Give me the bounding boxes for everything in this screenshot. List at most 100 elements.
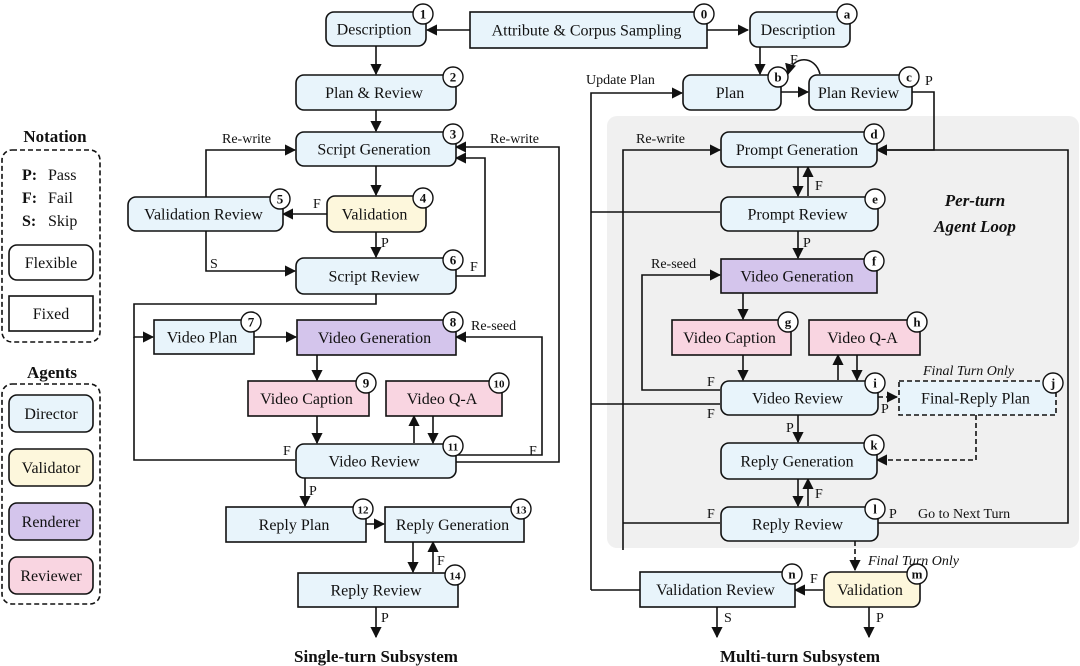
node-j-badge — [1042, 372, 1064, 394]
node-14-label: Reply Review — [330, 583, 422, 600]
node-10-label: Video Q-A — [407, 391, 478, 408]
label-f-6: F — [470, 260, 478, 275]
node-13-badge-label: 13 — [516, 505, 528, 517]
agent-renderer-swatch — [8, 502, 94, 541]
node-9-box — [247, 380, 370, 417]
label-p-l: P — [889, 507, 897, 522]
node-l-label: Reply Review — [752, 517, 844, 534]
edge-i-f-reseed — [641, 269, 722, 391]
per-turn-loop-title-2: Agent Loop — [933, 217, 1016, 236]
node-k-box — [720, 442, 878, 480]
notation-title: Notation — [23, 127, 87, 146]
node-d-badge — [863, 123, 885, 145]
node-i-label: Video Review — [752, 391, 843, 408]
agent-reviewer-swatch — [8, 556, 94, 595]
node-4-label: Validation — [342, 207, 408, 224]
node-3-label: Script Generation — [317, 142, 430, 159]
edge-j-k — [875, 415, 977, 466]
edge-l-next-turn — [875, 144, 1069, 524]
node-10: Video Q-A10 — [385, 372, 510, 417]
node-l-badge — [864, 498, 886, 520]
agent-director-swatch — [8, 394, 94, 433]
node-6-box — [295, 257, 457, 295]
label-f-i-top: F — [707, 375, 715, 390]
node-11-badge-label: 11 — [448, 442, 458, 454]
node-7-badge-label: 7 — [248, 315, 255, 330]
notation-skip-value: Skip — [48, 213, 77, 230]
node-i-badge — [864, 372, 886, 394]
node-b-badge-label: b — [774, 70, 781, 85]
edge-c-b-fail — [785, 58, 821, 76]
node-c-badge — [898, 66, 920, 88]
node-e-badge-label: e — [872, 192, 878, 207]
legend-flexible-box — [8, 244, 94, 281]
label-f-11-left: F — [283, 444, 291, 459]
node-1-badge-label: 1 — [420, 7, 427, 22]
node-f-badge-label: f — [872, 254, 877, 269]
node-e-label: Prompt Review — [748, 207, 848, 224]
label-p-m: P — [876, 611, 884, 626]
edge-update-plan — [590, 87, 684, 590]
node-8-badge-label: 8 — [450, 315, 457, 330]
label-next-turn: Go to Next Turn — [918, 507, 1010, 522]
node-12-box — [225, 506, 367, 543]
edge-labels: Re-write Re-write F P S F Re-seed F F P … — [210, 53, 1015, 626]
agent-validator-swatch — [8, 448, 94, 487]
node-h-badge-label: h — [913, 315, 921, 330]
node-6-badge — [442, 249, 464, 271]
node-13-box — [384, 506, 525, 543]
per-turn-loop-title-1: Per-turn — [944, 191, 1005, 210]
node-1-label: Description — [337, 22, 412, 39]
edge-rewrite-d — [622, 144, 722, 550]
node-8-label: Video Generation — [318, 330, 431, 347]
node-7-box — [153, 319, 255, 355]
edge-5-6-skip — [205, 231, 297, 277]
node-3-badge-label: 3 — [450, 127, 457, 142]
node-13-badge — [510, 498, 532, 520]
label-p-e-f: P — [803, 236, 811, 251]
node-14-box — [297, 572, 459, 608]
node-i-badge-label: i — [873, 376, 877, 391]
node-12-label: Reply Plan — [259, 517, 330, 534]
nodes: Attribute & Corpus Sampling0Description1… — [127, 3, 1064, 608]
node-c-box — [808, 74, 913, 111]
edges — [133, 24, 1069, 639]
edge-6-3-fail — [454, 152, 486, 277]
node-d-badge-label: d — [870, 127, 878, 142]
label-final-turn-m: Final Turn Only — [867, 554, 960, 569]
node-11-box — [295, 443, 457, 479]
node-5-box — [127, 196, 284, 232]
label-rewrite-d: Re-write — [636, 132, 685, 147]
node-b-label: Plan — [716, 85, 744, 102]
node-f-badge — [863, 250, 885, 272]
label-f-b-c: F — [790, 53, 798, 68]
label-f-14-13: F — [437, 554, 445, 569]
node-8: Video Generation 8 — [296, 311, 464, 356]
node-m-badge — [906, 563, 928, 585]
edge-11-7-fail — [133, 337, 295, 461]
node-14-badge-label: 14 — [450, 571, 462, 583]
node-e-box — [720, 196, 879, 232]
agent-renderer-label: Renderer — [22, 514, 81, 531]
node-a-label: Description — [761, 22, 836, 39]
node-i-box — [720, 380, 879, 416]
node-b-box — [682, 74, 782, 111]
node-2-badge-label: 2 — [450, 70, 457, 85]
node-g-box — [671, 319, 792, 356]
label-final-turn-j: Final Turn Only — [922, 364, 1015, 379]
node-3-box — [295, 131, 457, 167]
node-2-badge — [442, 66, 464, 88]
node-14: Reply Review 14 — [297, 564, 466, 608]
node-6-label: Script Review — [328, 269, 420, 286]
node-k-badge-label: k — [870, 438, 878, 453]
